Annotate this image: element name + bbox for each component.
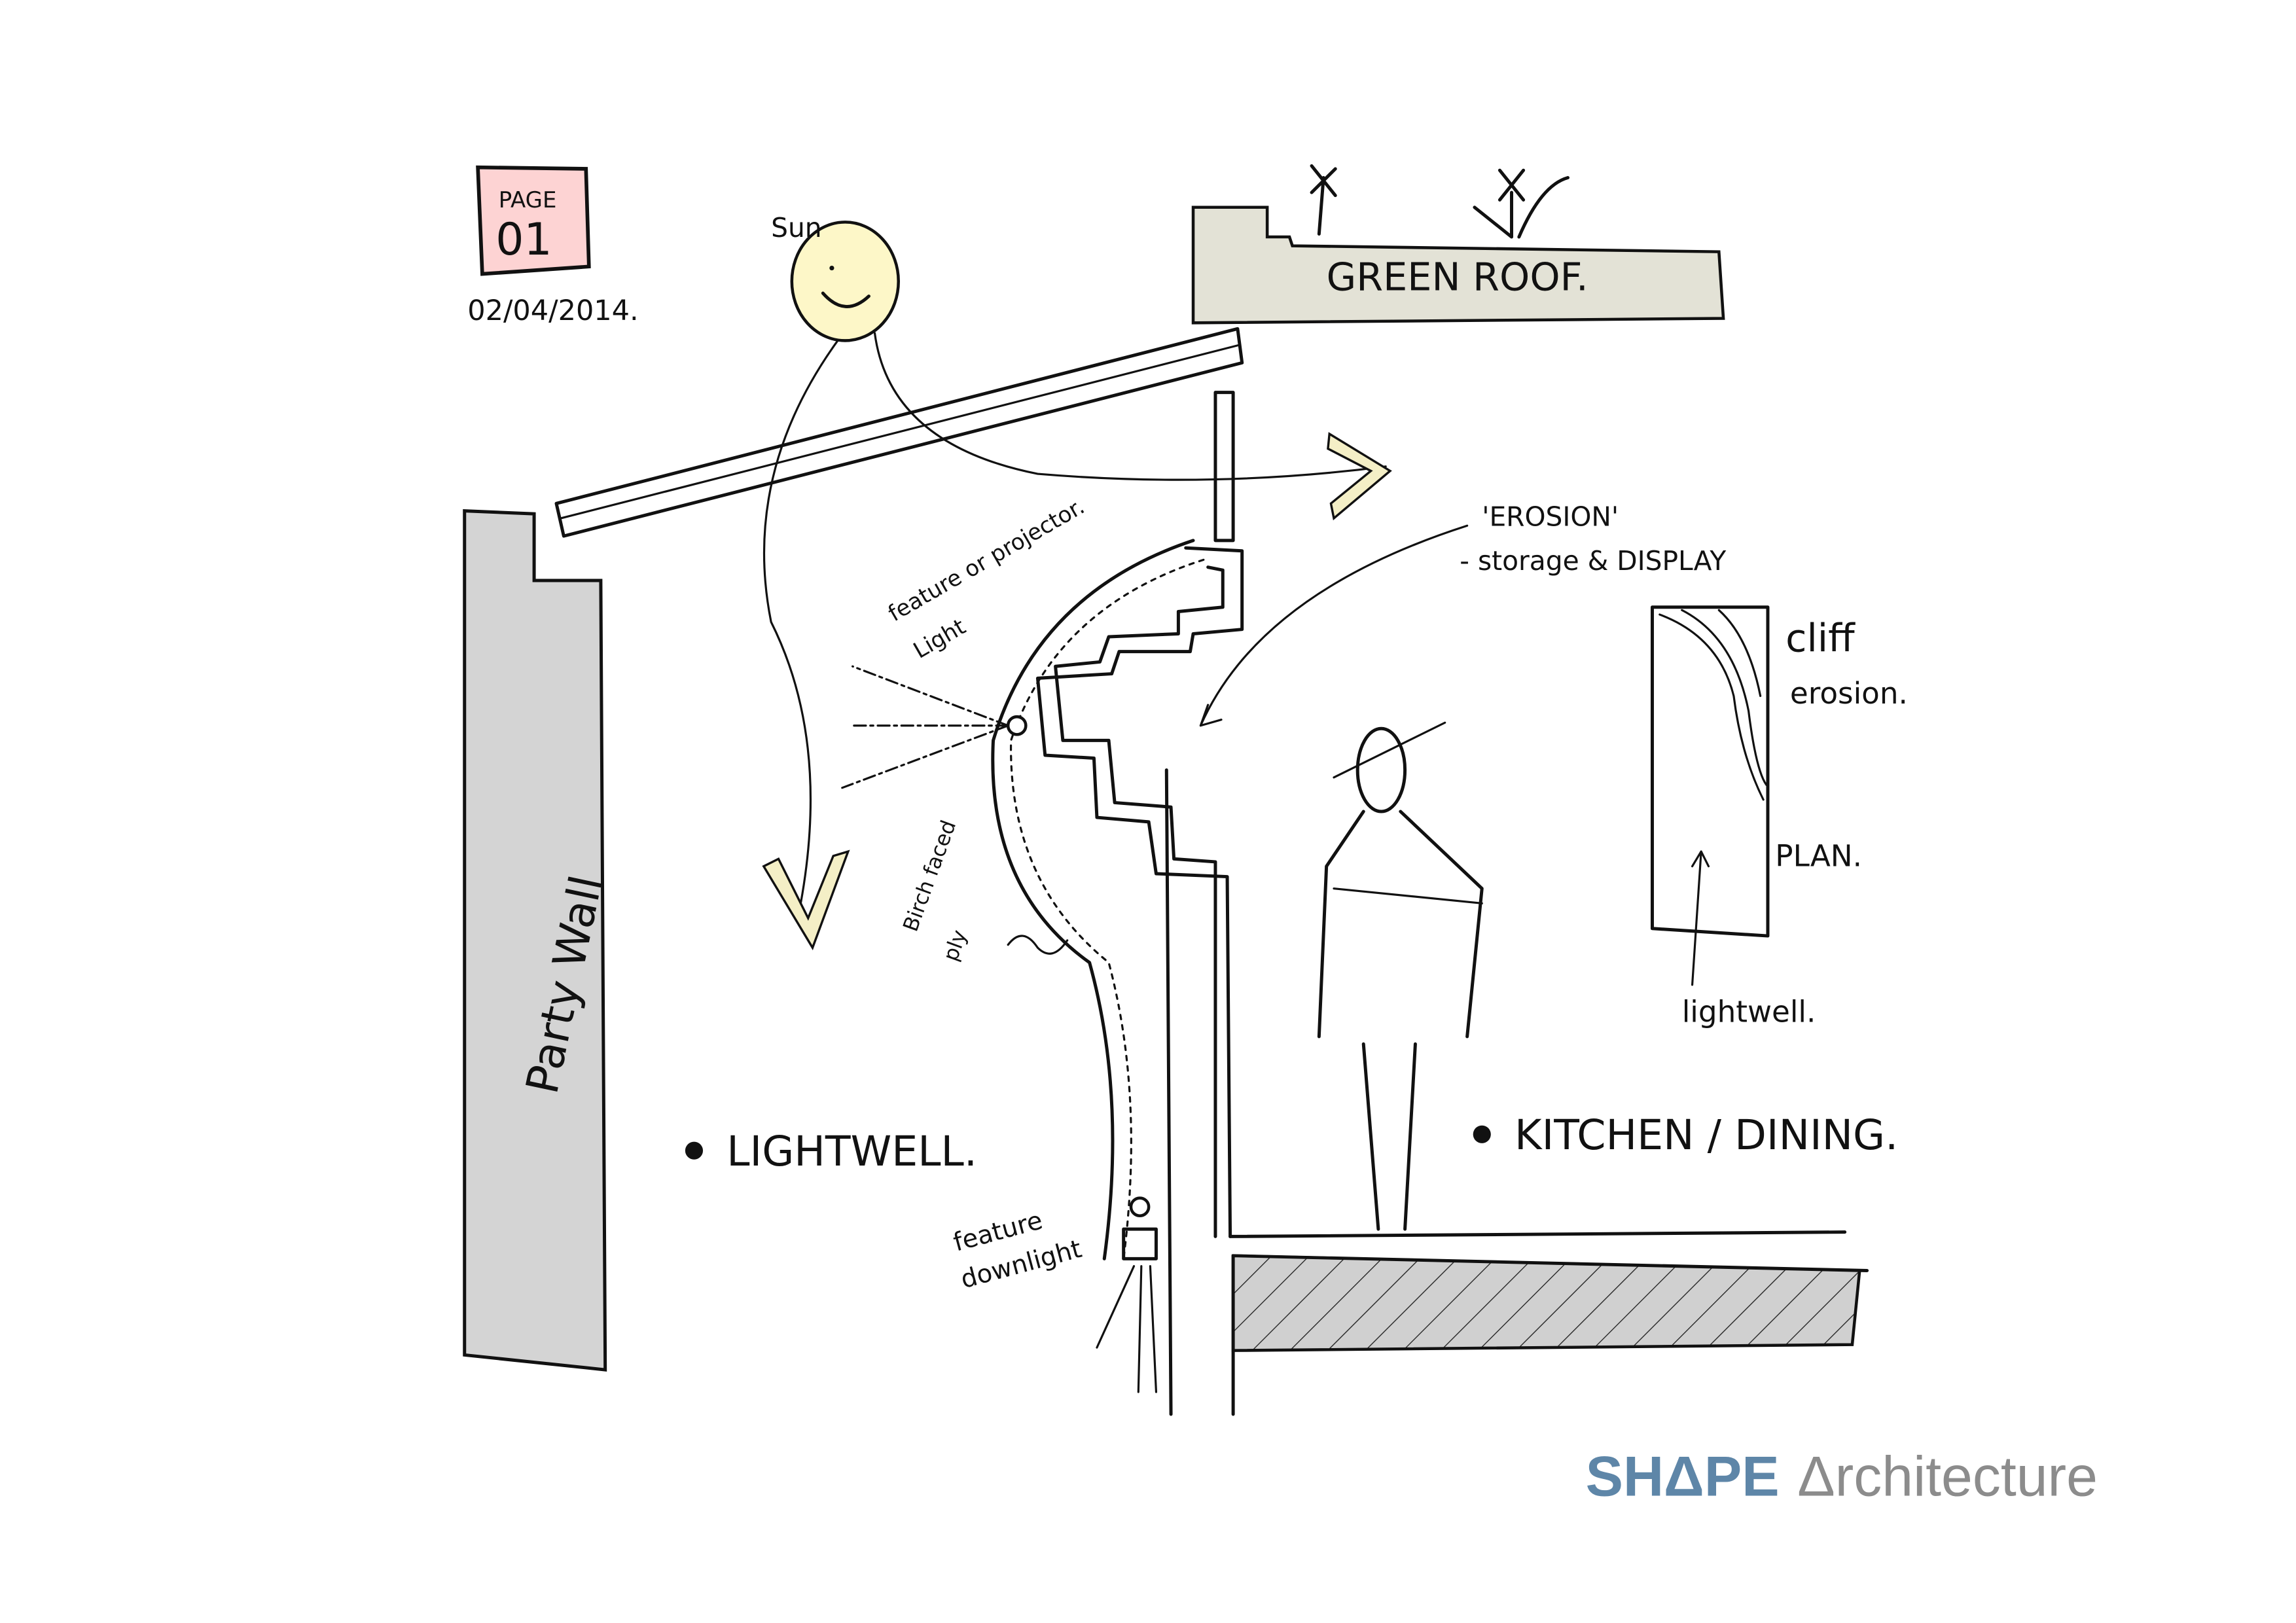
feature-light-label: feature or projector. bbox=[884, 493, 1089, 627]
plan-label: PLAN. bbox=[1775, 839, 1862, 874]
column bbox=[1213, 391, 1235, 543]
cliff-label: cliff bbox=[1785, 616, 1856, 661]
logo-brand: SHΔPE bbox=[1586, 1445, 1780, 1508]
page-stamp-box bbox=[476, 165, 591, 276]
birch-ply-curve bbox=[991, 539, 1195, 1260]
sun-label: Sun bbox=[771, 212, 821, 243]
flower-icon bbox=[1310, 164, 1570, 239]
page-label: PAGE bbox=[499, 187, 557, 213]
page-stamp: PAGE 01 02/04/2014. bbox=[467, 165, 639, 327]
light-arrow-right-icon bbox=[1327, 432, 1392, 521]
sun-icon bbox=[790, 221, 900, 342]
party-wall bbox=[463, 509, 607, 1372]
feature-light-label-2: Light bbox=[909, 614, 970, 664]
lightwell-bullet-icon bbox=[685, 1141, 704, 1160]
erosion-display-outline bbox=[1035, 546, 1244, 1238]
lightwell-label: LIGHTWELL. bbox=[726, 1127, 977, 1175]
cliff-erosion-plan bbox=[1650, 605, 1770, 938]
person-figure bbox=[1317, 721, 1484, 1231]
roof-slab bbox=[554, 327, 1244, 538]
green-roof bbox=[1191, 205, 1725, 325]
company-logo: SHΔPE Δrchitecture bbox=[1586, 1445, 2098, 1508]
cliff-erosion-label: erosion. bbox=[1790, 676, 1908, 711]
plan-lightwell-label: lightwell. bbox=[1682, 994, 1816, 1029]
page-date: 02/04/2014. bbox=[467, 294, 638, 327]
erosion-title: 'EROSION' bbox=[1482, 501, 1619, 532]
green-roof-label: GREEN ROOF. bbox=[1327, 255, 1588, 300]
logo-suffix: Δrchitecture bbox=[1797, 1445, 2098, 1508]
projector-light-icon bbox=[1006, 715, 1028, 736]
erosion-subtitle: - storage & DISPLAY bbox=[1460, 545, 1726, 577]
kitchen-dining-label: KITCHEN / DINING. bbox=[1515, 1111, 1898, 1159]
kitchen-bullet-icon bbox=[1473, 1125, 1491, 1143]
birch-ply-label: Birch faced bbox=[899, 817, 961, 935]
light-arrow-down-icon bbox=[762, 849, 850, 951]
birch-ply-label-2: ply bbox=[939, 927, 972, 964]
sun: Sun bbox=[762, 212, 1387, 904]
downlight-icon bbox=[1129, 1196, 1151, 1217]
page-number: 01 bbox=[495, 214, 552, 266]
